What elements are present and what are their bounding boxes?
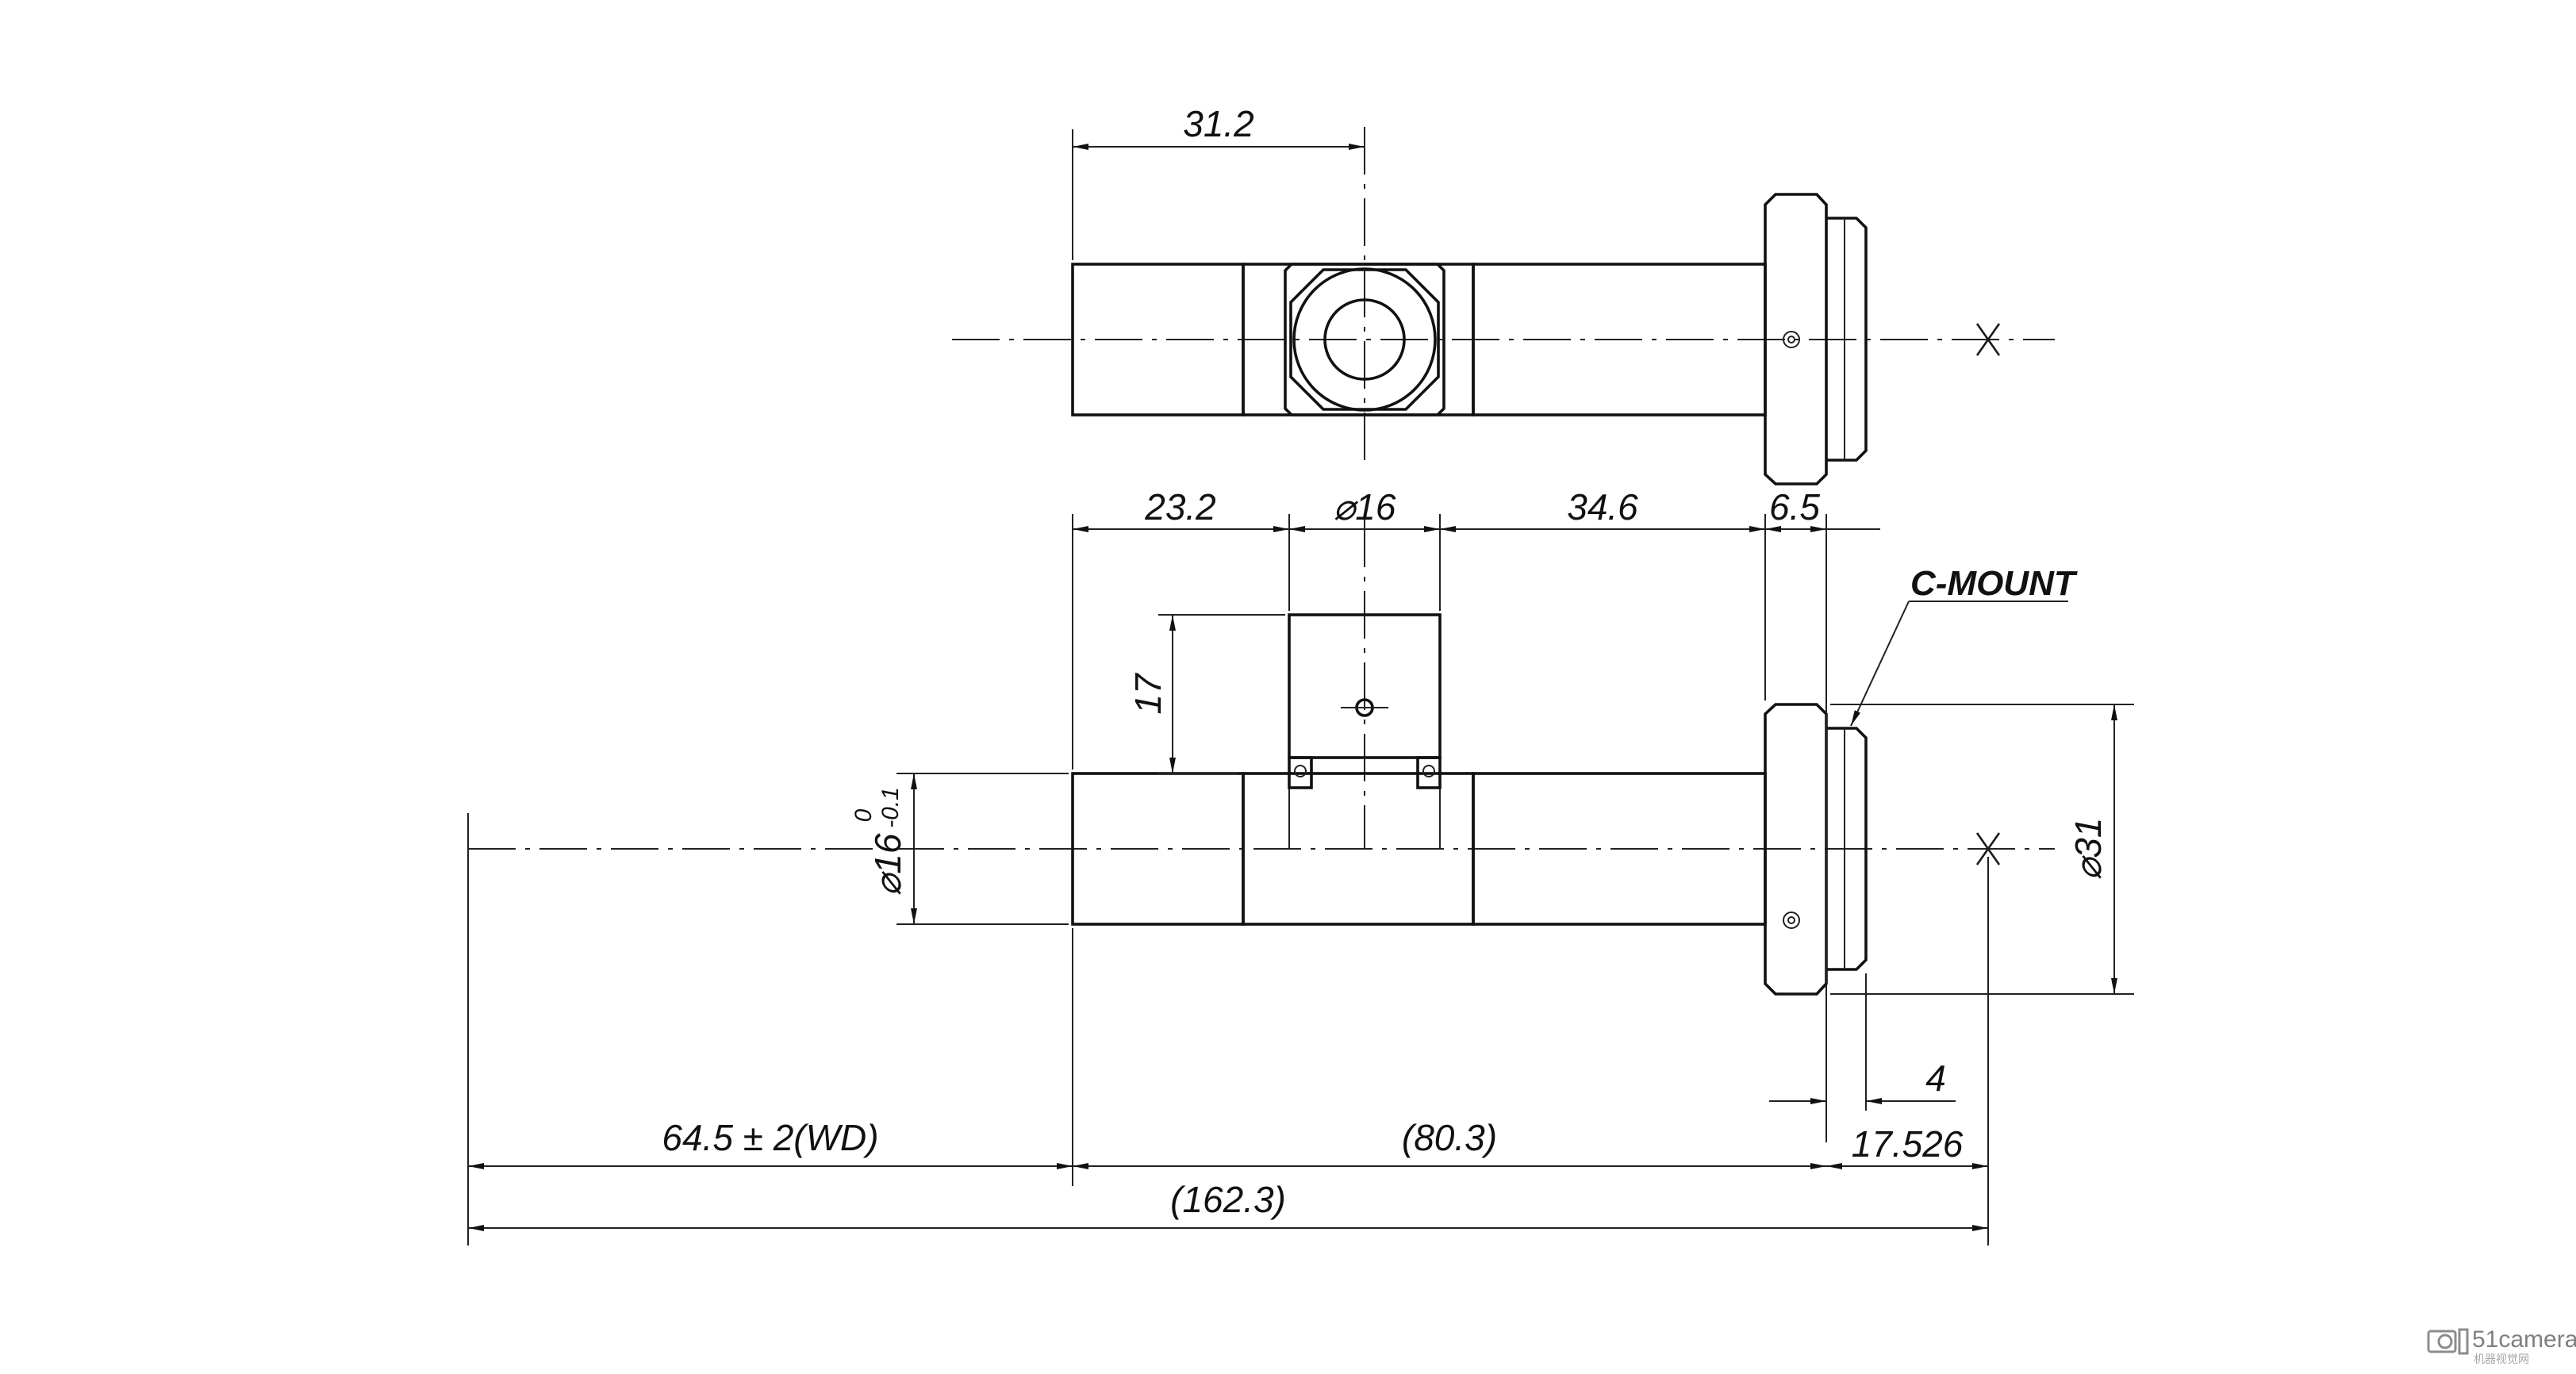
side-set-screw-inner [1787, 916, 1795, 924]
side-clamp-left [1288, 756, 1313, 789]
watermark: 51camera 机器视觉网 [2427, 1326, 2576, 1365]
top-flange [1764, 193, 1828, 486]
camera-logo-icon [2427, 1328, 2469, 1355]
side-set-screw [1783, 912, 1800, 929]
dim-162-3-text: (162.3) [1170, 1179, 1286, 1220]
side-cmount-thread [1826, 727, 1868, 971]
cmount-leader [1850, 601, 1910, 727]
dim-23-2-text: 23.2 [1144, 486, 1216, 528]
top-prism-housing [1284, 263, 1445, 416]
top-prism-octagon [1289, 268, 1440, 411]
side-flange [1764, 703, 1828, 996]
side-focal-point-cross-icon [1975, 832, 2001, 865]
dim-17526-text: 17.526 [1852, 1123, 1964, 1165]
dim-31-2-text: 31.2 [1183, 103, 1254, 144]
watermark-subtitle: 机器视觉网 [2474, 1353, 2529, 1365]
top-prism-outer-ring [1292, 267, 1437, 412]
top-focal-point-cross-icon [1975, 323, 2001, 356]
side-clamp-right [1416, 756, 1442, 789]
dim-80-3-text: (80.3) [1402, 1117, 1497, 1158]
cmount-label: C-MOUNT [1910, 564, 2078, 603]
watermark-brand: 51camera [2472, 1326, 2576, 1353]
side-prism-block [1288, 613, 1442, 759]
dim-dia16-tol-lower: -0.1 [877, 787, 904, 828]
dim-17-text: 17 [1127, 673, 1169, 715]
dim-34-6-text: 34.6 [1567, 486, 1638, 528]
top-set-screw [1783, 331, 1800, 348]
top-prism-inner-ring [1323, 298, 1406, 381]
top-cmount-thread [1826, 217, 1868, 462]
top-view: 31.2 [952, 103, 2055, 486]
dim-wd-text: 64.5 ± 2(WD) [662, 1117, 878, 1158]
dim-dia16-text: ⌀16 [867, 833, 908, 896]
dim-d16-text: ⌀16 [1334, 486, 1396, 528]
dim-4-text: 4 [1925, 1057, 1946, 1099]
side-clamp-screw-right [1422, 765, 1435, 777]
side-view: 23.2 ⌀16 34.6 6.5 17 ⌀16 0 -0.1 ⌀31 C-MO… [467, 486, 2134, 1245]
dim-6-5-text: 6.5 [1769, 486, 1820, 528]
top-set-screw-inner [1787, 336, 1795, 344]
side-clamp-screw-left [1294, 765, 1307, 777]
dim-dia31-text: ⌀31 [2067, 818, 2109, 881]
dim-dia16-tol-upper: 0 [850, 808, 877, 822]
